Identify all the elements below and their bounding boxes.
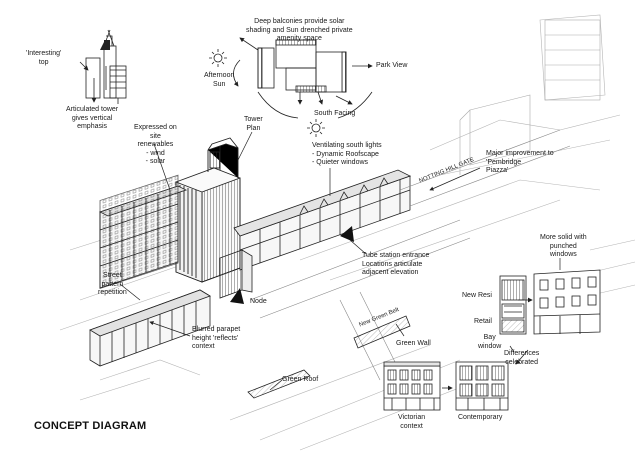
sun-icon-afternoon bbox=[209, 49, 227, 67]
label-node: Node bbox=[250, 298, 267, 305]
label-differences: Differences celebrated bbox=[504, 350, 540, 366]
new-resi-elevation bbox=[499, 275, 527, 335]
label-articulated-tower: Articulated tower gives vertical emphasi… bbox=[66, 106, 119, 130]
label-blurred-parapet: Blurred parapet height 'reflects' contex… bbox=[192, 326, 241, 350]
label-contemporary: Contemporary bbox=[458, 414, 503, 421]
label-green-wall: Green Wall bbox=[396, 340, 431, 347]
label-tube-station: Tube station entrance Locations articula… bbox=[362, 252, 430, 276]
label-afternoon-sun: Afternoon Sun bbox=[204, 72, 235, 88]
node-block bbox=[219, 249, 253, 299]
diagram-title: CONCEPT DIAGRAM bbox=[34, 420, 147, 432]
label-interesting-top: 'Interesting' top bbox=[26, 50, 62, 66]
label-major-improvement: Major improvement to 'Pembridge Piazza' bbox=[486, 150, 554, 174]
label-tower-plan: Tower Plan bbox=[244, 116, 263, 132]
leader-lines bbox=[119, 131, 561, 391]
contemporary-elevation bbox=[455, 361, 509, 411]
label-ventilating: Ventilating south lights - Dynamic Roofs… bbox=[312, 142, 382, 166]
label-south-facing: South Facing bbox=[314, 110, 356, 117]
background-context bbox=[59, 14, 636, 451]
label-new-resi: New Resi bbox=[462, 292, 492, 299]
solid-punched-elevation bbox=[533, 269, 601, 335]
background-building-tall-right bbox=[459, 19, 601, 175]
tube-station-marker bbox=[340, 226, 354, 242]
label-green-roof: Green Roof bbox=[282, 376, 319, 383]
tower-silhouette-fill bbox=[100, 40, 110, 50]
lower-left-terrace bbox=[89, 289, 211, 367]
victorian-elevation bbox=[383, 361, 441, 411]
articulated-tower-sketch bbox=[79, 29, 127, 104]
comparison-arrows bbox=[442, 297, 533, 391]
green-roof bbox=[247, 369, 311, 399]
label-renewables: Expressed on site renewables - wind - so… bbox=[134, 124, 177, 165]
sun-icon-south bbox=[307, 119, 325, 137]
label-deep-balconies: Deep balconies provide solar shading and… bbox=[246, 18, 353, 42]
label-park-view: Park View bbox=[376, 62, 408, 69]
right-long-block bbox=[233, 169, 412, 271]
label-more-solid: More solid with punched windows bbox=[540, 234, 587, 258]
node-marker bbox=[230, 288, 244, 304]
label-victorian-context: Victorian context bbox=[398, 414, 426, 430]
label-street-pattern: Street pattern repetition bbox=[98, 272, 127, 296]
tower-plan-sketch bbox=[233, 37, 373, 119]
label-bay-window: Bay window bbox=[478, 334, 502, 350]
left-block bbox=[98, 174, 188, 290]
label-retail: Retail bbox=[474, 318, 492, 325]
